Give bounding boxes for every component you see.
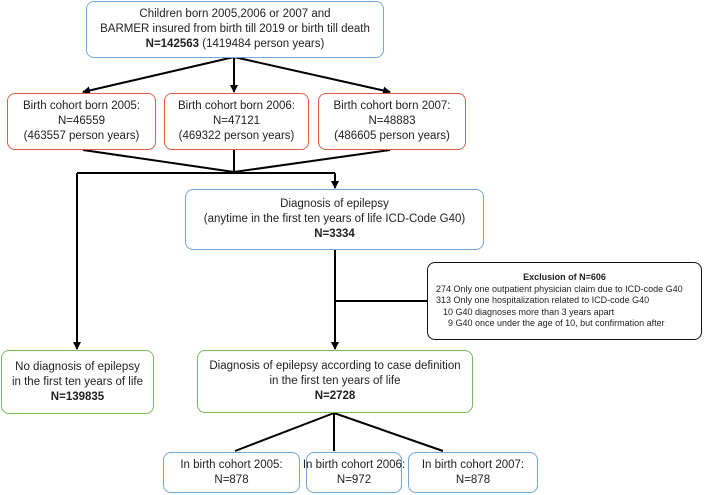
cohort-person-years: (486605 person years): [334, 130, 450, 142]
diagnosis-n: N=3334: [314, 228, 355, 240]
total-population-person-years: (1419484 person years): [199, 38, 325, 50]
connector-top-to-cohort-2005: [82, 56, 235, 95]
result-title: In birth cohort 2005:: [180, 458, 283, 471]
case-definition-n: N=2728: [314, 390, 356, 402]
result-n: N=878: [214, 473, 249, 486]
exclusion-item: 274 Only one outpatient physician claim …: [436, 283, 683, 294]
exclusion-item: 9 G40 once under the age of 10, but conf…: [448, 318, 665, 329]
total-population-n: N=142563: [145, 38, 200, 50]
result-2007-box: In birth cohort 2007: N=878: [408, 452, 538, 493]
cohort-title: Birth cohort born 2007:: [333, 100, 451, 112]
cohort-n: N=48883: [368, 115, 416, 127]
cohort-n: N=46559: [58, 115, 105, 127]
diagnosis-box: Diagnosis of epilepsy (anytime in the fi…: [185, 189, 484, 250]
result-n: N=878: [455, 473, 491, 486]
cohort-n: N=47121: [213, 115, 260, 127]
exclusion-title: Exclusion of N=606: [523, 272, 606, 283]
total-population-box: Children born 2005,2006 or 2007 and BARM…: [86, 1, 384, 58]
total-population-line1: Children born 2005,2006 or 2007 and: [139, 8, 331, 20]
connector-cohort-2007-merge: [233, 149, 391, 173]
case-definition-line2: in the first ten years of life: [269, 375, 401, 387]
result-n: N=972: [336, 473, 372, 486]
no-diagnosis-line2: in the first ten years of life: [11, 375, 144, 388]
cohort-2005-box: Birth cohort born 2005: N=46559 (463557 …: [7, 93, 156, 150]
diagnosis-line1: Diagnosis of epilepsy: [280, 198, 389, 210]
result-title: In birth cohort 2006:: [302, 458, 406, 471]
cohort-2007-box: Birth cohort born 2007: N=48883 (486605 …: [318, 93, 466, 150]
cohort-title: Birth cohort born 2005:: [23, 100, 140, 112]
connector-case-to-result-2005: [234, 412, 335, 452]
cohort-title: Birth cohort born 2006:: [178, 100, 295, 112]
diagnosis-line2: (anytime in the first ten years of life …: [203, 213, 466, 225]
exclusion-item: 313 Only one hospitalization related to …: [436, 295, 650, 306]
no-diagnosis-box: No diagnosis of epilepsy in the first te…: [1, 350, 154, 414]
case-definition-line1: Diagnosis of epilepsy according to case …: [209, 360, 461, 372]
case-definition-box: Diagnosis of epilepsy according to case …: [197, 350, 473, 413]
cohort-2006-box: Birth cohort born 2006: N=47121 (469322 …: [164, 93, 309, 150]
result-title: In birth cohort 2007:: [421, 458, 525, 471]
result-2005-box: In birth cohort 2005: N=878: [163, 452, 300, 493]
no-diagnosis-n: N=139835: [50, 390, 105, 403]
connector-top-to-cohort-2007: [233, 56, 391, 95]
result-2006-box: In birth cohort 2006: N=972: [302, 452, 406, 493]
connector-cohort-2005-merge: [82, 149, 235, 173]
cohort-person-years: (463557 person years): [23, 130, 140, 142]
exclusion-box: Exclusion of N=606 274 Only one outpatie…: [427, 262, 702, 340]
no-diagnosis-line1: No diagnosis of epilepsy: [15, 360, 140, 373]
cohort-person-years: (469322 person years): [178, 130, 295, 142]
connector-case-to-result-2007: [333, 412, 444, 452]
total-population-line2: BARMER insured from birth till 2019 or b…: [100, 23, 370, 35]
exclusion-item: 10 G40 diagnoses more than 3 years apart: [443, 306, 615, 317]
